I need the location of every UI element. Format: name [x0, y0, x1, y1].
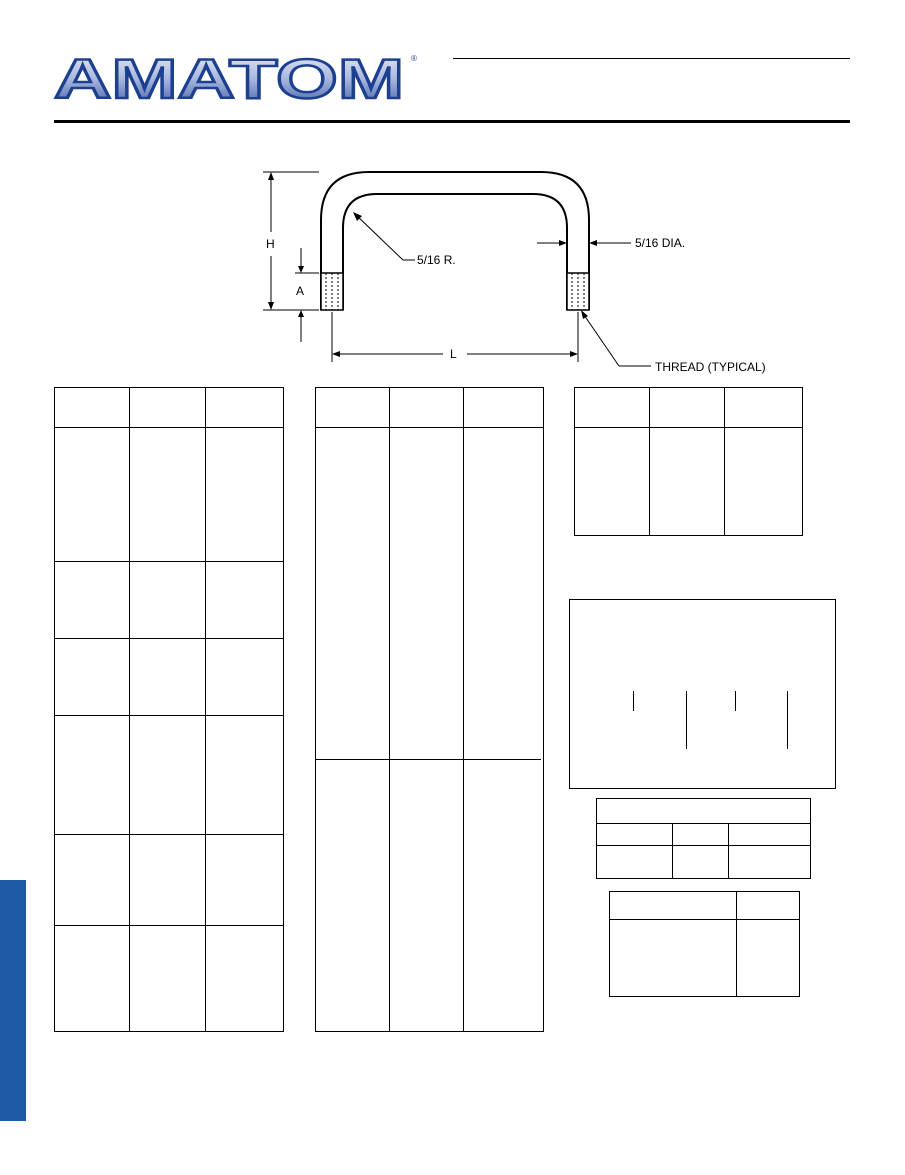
label-dia: 5/16 DIA.: [635, 236, 685, 250]
part-table-2: [315, 387, 544, 1032]
handle-outer: [320, 171, 590, 310]
part-table-3: [574, 387, 803, 536]
logo-wordmark: AMATOM: [54, 52, 404, 108]
ordering-box: [569, 599, 836, 789]
handle-inner: [342, 193, 568, 310]
part-table-1: [54, 387, 284, 1032]
registered-mark: ®: [411, 54, 417, 63]
section-side-tab: [0, 880, 26, 1121]
label-l: L: [450, 347, 457, 361]
material-table: [609, 891, 800, 997]
header-rule-thin: [453, 58, 850, 59]
finish-table: [596, 798, 811, 879]
label-thread: THREAD (TYPICAL): [655, 360, 766, 374]
label-h: H: [266, 237, 275, 251]
label-a: A: [296, 284, 304, 298]
amatom-logo: AMATOM ®: [52, 46, 432, 112]
handle-drawing: H A L 5/16 R. 5/16 DIA. THREAD (TYPICAL): [255, 160, 795, 385]
label-radius: 5/16 R.: [417, 253, 456, 267]
header-rule: [54, 120, 850, 123]
